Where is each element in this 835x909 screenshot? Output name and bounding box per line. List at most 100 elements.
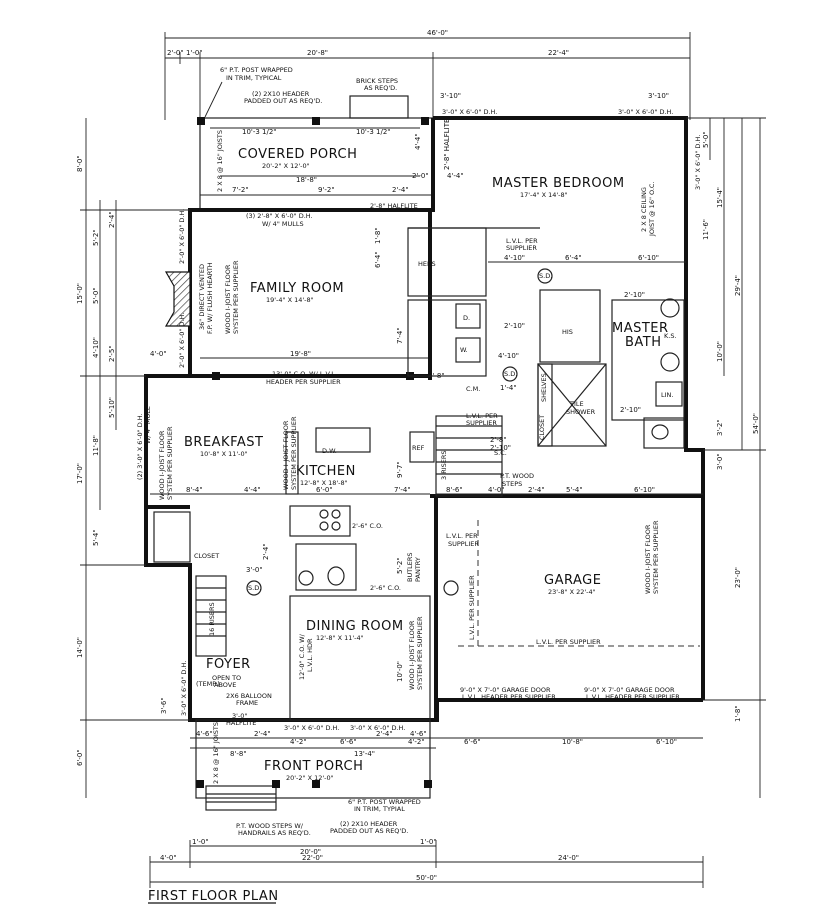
dim-left-14: 14'-0" xyxy=(76,637,84,658)
dim-fp-2: 2'-4" xyxy=(254,730,271,738)
label-tile-2: SHOWER xyxy=(566,408,596,416)
dim-porch-b2: 9'-2" xyxy=(318,186,335,194)
dim-fp-10: 6'-6" xyxy=(464,738,481,746)
dim-cl-d3: 4'-10" xyxy=(498,352,519,360)
dim-top-left-a: 2'-0" xyxy=(167,49,184,57)
label-front-steps-1: P.T. WOOD STEPS W/ xyxy=(236,822,304,830)
label-closet-a: CLOSET xyxy=(538,415,546,440)
label-window-bk-2: W/ 4" MULL xyxy=(144,406,152,444)
dim-bot-1a: 1'-0" xyxy=(192,838,209,846)
dim-win-l1: 2'-0" X 6'-0" D.H. xyxy=(178,209,186,264)
dim-mb-win-a: 3'-10" xyxy=(440,92,461,100)
porch-post xyxy=(312,117,320,125)
dim-left-11-8: 11'-8" xyxy=(92,435,100,456)
garage-area: GARAGE 23'-8" X 22'-4" L.V.L. PER SUPPLI… xyxy=(436,384,703,701)
label-sd-3: S.D. xyxy=(248,584,261,592)
room-size-family-room: 19'-4" X 14'-8" xyxy=(266,296,314,304)
label-garage-door-l-2: L.V.L. HEADER PER SUPPLIER xyxy=(462,693,556,701)
room-name-master-bath: MASTER xyxy=(612,321,669,336)
room-size-breakfast: 10'-8" X 11'-0" xyxy=(200,450,248,458)
label-garage-joist-2: SYSTEM PER SUPPLIER xyxy=(652,520,660,594)
dim-left-5-4: 5'-4" xyxy=(92,529,100,546)
dim-left-8: 8'-0" xyxy=(76,155,84,172)
room-name-master-bath-2: BATH xyxy=(625,335,662,350)
label-butlers-2: PANTRY xyxy=(414,557,422,582)
bottom-dimensions: 1'-0" 1'-0" 20'-0" 4'-0" 22'-0" 24'-0" 5… xyxy=(149,838,704,888)
room-name-garage: GARAGE xyxy=(544,573,601,588)
dim-mb-side-b: 2'-0" xyxy=(412,172,429,180)
label-bk-joist-1: WOOD I-JOIST FLOOR xyxy=(158,430,166,500)
dim-porch-b1: 7'-2" xyxy=(232,186,249,194)
label-mulls-2: W/ 4" MULLS xyxy=(262,220,304,228)
dim-mid-4-0: 4'-0" xyxy=(488,486,505,494)
dim-right-1-8: 1'-8" xyxy=(734,705,742,722)
dim-fp-1: 4'-6" xyxy=(196,730,213,738)
dim-mb-win-b: 3'-10" xyxy=(648,92,669,100)
dim-left-4-10: 4'-10" xyxy=(92,337,100,358)
label-lvl-closet-2: SUPPLIER xyxy=(506,244,537,252)
top-dimensions: 46'-0" 2'-0" 1'-0" 20'-8" 22'-4" xyxy=(164,29,691,120)
label-dr-co-1: 12'-0" C.O. W/ xyxy=(298,633,306,680)
label-mulls-1: (3) 2'-8" X 6'-0" D.H. xyxy=(246,212,313,220)
label-tile-1: TILE xyxy=(569,400,584,408)
dim-kit-4-4: 4'-4" xyxy=(244,486,261,494)
dim-fp-11: 10'-8" xyxy=(562,738,583,746)
dim-left-2-4: 2'-4" xyxy=(108,211,116,228)
label-d: D. xyxy=(463,314,470,322)
label-sc: S.C. xyxy=(494,449,507,457)
label-shelves: SHELVES xyxy=(540,373,548,402)
room-size-dining-room: 12'-8" X 11'-4" xyxy=(316,634,364,642)
dim-kit-8-4: 8'-4" xyxy=(186,486,203,494)
room-name-foyer: FOYER xyxy=(206,657,251,672)
porch-post xyxy=(312,780,320,788)
label-header-top-2: PADDED OUT AS REQ'D. xyxy=(244,97,322,105)
dim-porch-b3: 2'-4" xyxy=(392,186,409,194)
dim-right-3-0: 3'-0" xyxy=(716,453,724,470)
label-header-lvl-1: 13'-0" C.O. W/ L.V.L. xyxy=(272,370,337,378)
room-size-garage: 23'-8" X 22'-4" xyxy=(548,588,596,596)
label-risers-b: 16 RISERS xyxy=(208,602,216,636)
label-garage-lvl-vert: L.V.L. PER SUPPLIER xyxy=(468,575,476,640)
label-header-top-1: (2) 2X10 HEADER xyxy=(252,90,310,98)
porch-post xyxy=(421,117,429,125)
label-co-1: 2'-6" C.O. xyxy=(352,522,383,530)
room-size-kitchen: 12'-8" X 18'-8" xyxy=(300,479,348,487)
dim-bot-4: 4'-0" xyxy=(160,854,177,862)
dim-mid-1-4: 1'-4" xyxy=(500,384,517,392)
porch-post xyxy=(196,780,204,788)
room-size-covered-porch: 20'-2" X 12'-0" xyxy=(262,162,310,170)
dim-top-left-b: 1'-0" xyxy=(186,49,203,57)
front-porch-area: FRONT PORCH 20'-2" X 12'-0" 2 X 8 @ 16" … xyxy=(190,719,703,837)
label-fr-joist-2: SYSTEM PER SUPPLIER xyxy=(232,260,240,334)
dim-dr-10-0: 10'-0" xyxy=(396,661,404,682)
dim-fp-9: 4'-2" xyxy=(408,738,425,746)
label-fireplace-2: F.P. W/ FLUSH HEARTH xyxy=(206,262,214,334)
dim-right-15-4: 15'-4" xyxy=(716,187,724,208)
dim-left-6: 6'-0" xyxy=(76,749,84,766)
dim-cl-d1: 2'-10" xyxy=(624,291,645,299)
exterior-walls xyxy=(144,116,705,722)
dim-fp-6: 8'-8" xyxy=(230,750,247,758)
label-lvl-stair-2: SUPPLIER xyxy=(466,419,497,427)
dim-front-win: 3'-0" X 6'-0" D.H. xyxy=(284,724,339,732)
room-name-master-bedroom: MASTER BEDROOM xyxy=(492,176,625,191)
label-halflite-b: 2'-8" HALFLITE xyxy=(443,119,451,170)
dim-fp-5: 4'-6" xyxy=(410,730,427,738)
dim-mid-6-10: 6'-10" xyxy=(634,486,655,494)
dim-bot-1b: 1'-0" xyxy=(420,838,437,846)
room-name-front-porch: FRONT PORCH xyxy=(264,759,363,774)
label-brick-2: AS REQ'D. xyxy=(364,84,397,92)
dim-fr-a: 6'-4" xyxy=(374,251,382,268)
label-dr-joist-1: WOOD I-JOIST FLOOR xyxy=(408,620,416,690)
porch-post xyxy=(197,117,205,125)
dim-top-mid: 20'-8" xyxy=(307,49,328,57)
dim-fr-c: 1'-8" xyxy=(374,227,382,244)
label-butlers-1: BUTLERS xyxy=(406,552,414,582)
dim-kit-5-2: 5'-2" xyxy=(396,557,404,574)
label-lin: LIN. xyxy=(661,391,673,399)
dim-bot-22: 22'-0" xyxy=(302,854,323,862)
label-balloon-2: FRAME xyxy=(236,699,258,707)
dim-mb-win-side: 3'-0" X 6'-0" D.H. xyxy=(694,135,702,190)
label-pt-steps-1: P.T. WOOD xyxy=(500,472,534,480)
family-room-area: FAMILY ROOM 19'-4" X 14'-8" (3) 2'-8" X … xyxy=(150,202,445,386)
